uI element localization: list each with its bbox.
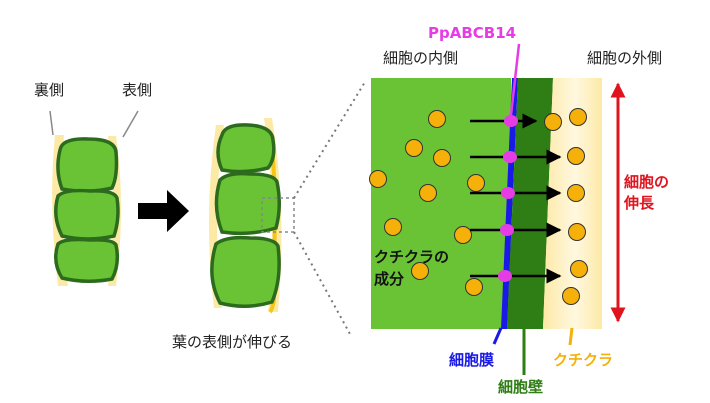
zoom-guide-top	[293, 81, 366, 199]
transition-arrow	[138, 190, 189, 232]
caption-front-grows: 葉の表側が伸びる	[172, 333, 292, 351]
cuticle-pointer	[568, 327, 574, 346]
cuticle-component-dot	[428, 110, 446, 128]
inner-dots	[369, 110, 485, 296]
cell-3	[54, 237, 120, 283]
cell-1	[56, 137, 119, 193]
back-side-label: 裏側	[34, 81, 64, 99]
cell-2-grown	[214, 171, 281, 236]
back-pointer-line	[49, 110, 54, 136]
cell-elongation-label-line1: 細胞の	[624, 173, 669, 191]
cuticle-dot	[567, 147, 585, 165]
cuticle-component-dot	[433, 149, 451, 167]
cuticle-component-dot	[465, 278, 483, 296]
cuticle-component-dot	[467, 174, 485, 192]
cuticle-component-dot	[419, 184, 437, 202]
cuticle-component-dot	[454, 226, 472, 244]
straight-cell-column: 裏側 表側	[34, 81, 152, 286]
cuticle-component-dot	[411, 262, 429, 280]
ppabcb14-transporter	[501, 187, 515, 199]
cuticle-dot	[544, 113, 562, 131]
zoom-box	[261, 197, 295, 233]
transporter-proteins	[498, 115, 518, 282]
cell-elongation-label-line2: 伸長	[623, 194, 655, 212]
ppabcb14-label: PpABCB14	[428, 24, 516, 42]
cuticle-component-dot	[384, 218, 402, 236]
ppabcb14-transporter	[500, 224, 514, 236]
cuticle-component-dot	[369, 170, 387, 188]
zoom-guide-bottom	[293, 231, 351, 335]
cell-wall-band	[507, 78, 553, 329]
ppabcb14-transporter	[503, 151, 517, 163]
cell-3-grown	[210, 235, 281, 308]
cuticle-dot	[570, 260, 588, 278]
cuticle-dot	[569, 108, 587, 126]
cell-wall-label: 細胞壁	[498, 378, 543, 396]
cuticle-dot	[567, 184, 585, 202]
front-side-label: 表側	[122, 81, 152, 99]
cell-1-grown	[216, 123, 276, 174]
curved-cell-column: 葉の表側が伸びる	[172, 118, 295, 351]
outer-side-label: 細胞の外側	[587, 49, 662, 67]
right-arrow-icon	[138, 190, 189, 232]
ppabcb14-transporter	[504, 115, 518, 127]
cuticle-label: クチクラ	[553, 351, 613, 369]
outer-dots	[544, 108, 588, 305]
membrane-pointer	[492, 327, 503, 345]
cell-2	[54, 188, 120, 241]
cell-membrane-band	[501, 78, 518, 329]
cuticle-dot	[562, 287, 580, 305]
inner-side-label: 細胞の内側	[383, 49, 458, 67]
cuticle-component-label-line2: 成分	[374, 270, 404, 288]
zoomed-cell-edge: クチクラの 成分	[369, 78, 602, 329]
cell-membrane-label: 細胞膜	[449, 351, 494, 369]
cuticle-dot	[568, 223, 586, 241]
cuticle-component-label-line1: クチクラの	[374, 248, 449, 266]
ppabcb14-pointer	[509, 43, 521, 116]
front-pointer-line	[122, 110, 139, 138]
cuticle-component-dot	[405, 139, 423, 157]
ppabcb14-transporter	[498, 270, 512, 282]
